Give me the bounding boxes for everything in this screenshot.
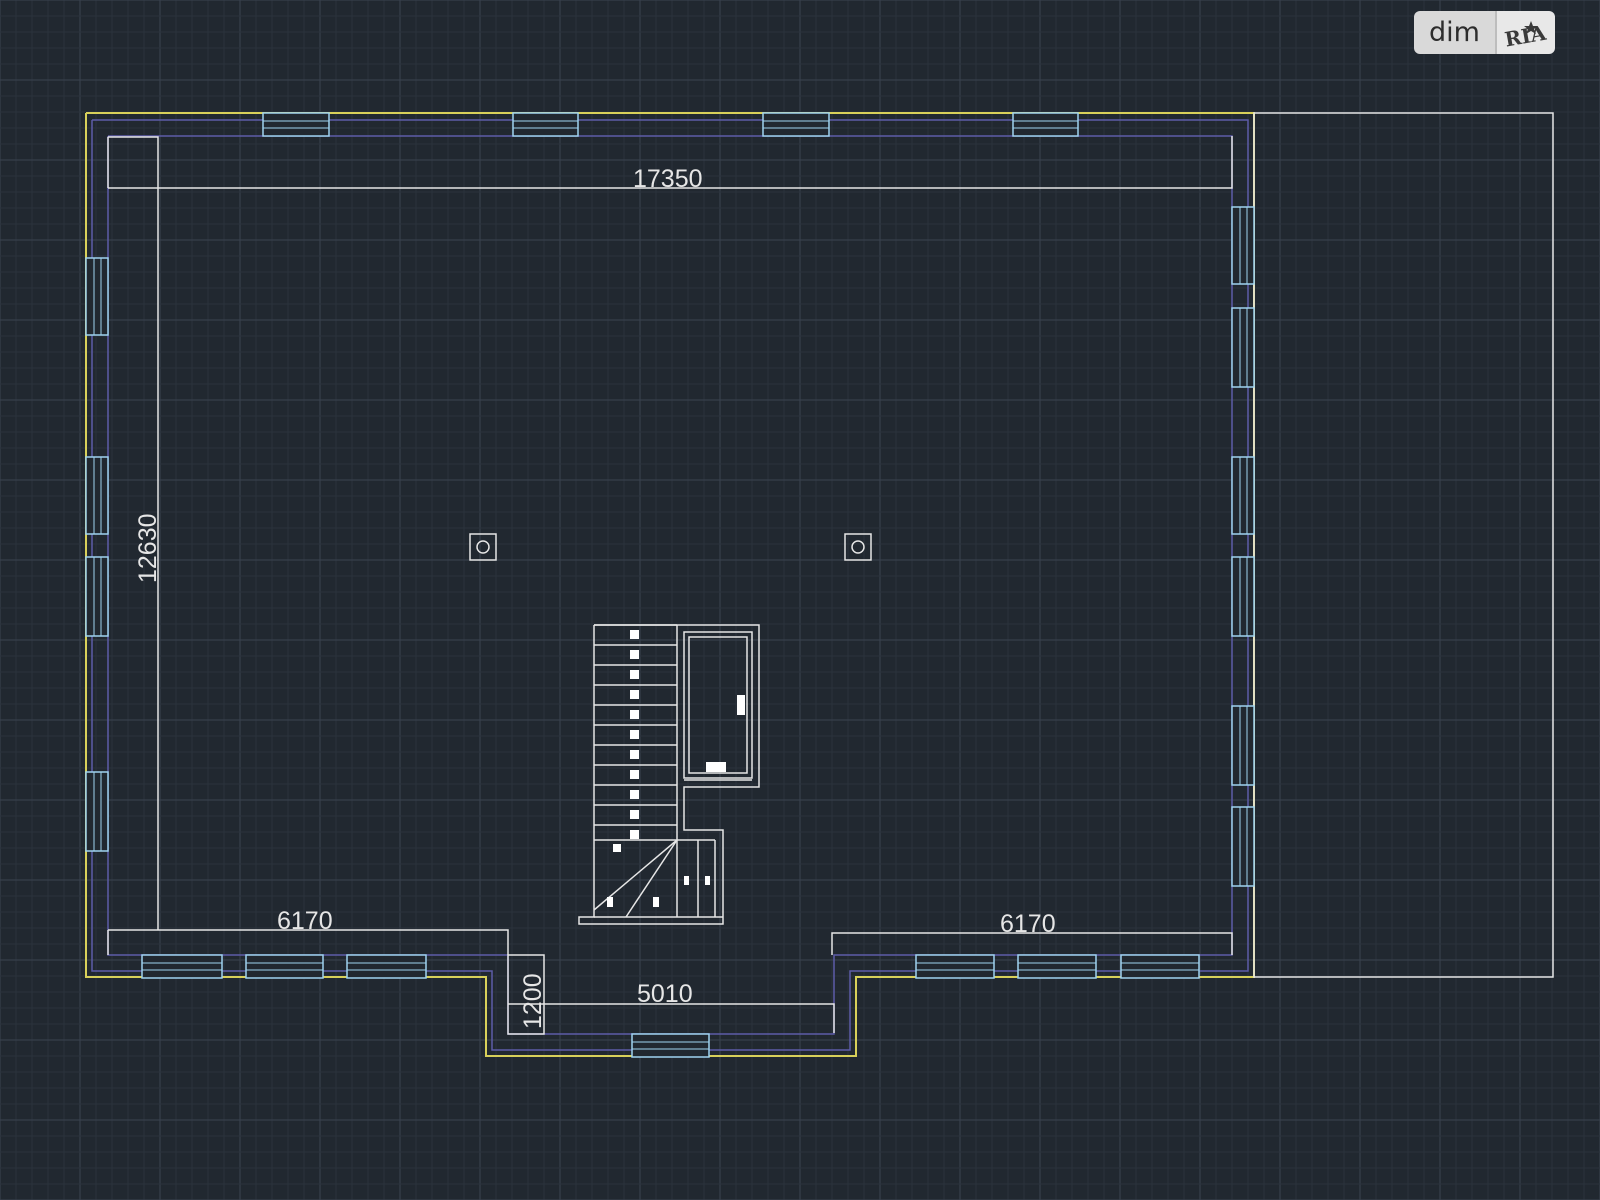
dimension-box-bay-depth	[507, 954, 545, 1035]
window	[85, 456, 109, 535]
star-icon	[1523, 20, 1538, 34]
staircase	[578, 624, 760, 925]
interior-wall-line	[91, 119, 1249, 1051]
stair-tread-marker	[630, 710, 639, 719]
stair-tread-marker	[630, 770, 639, 779]
logo-brand-text: dim	[1414, 11, 1495, 54]
window	[1012, 112, 1079, 137]
dimension-line-top	[108, 136, 1233, 189]
window	[85, 771, 109, 852]
dimension-label-bottom-left: 6170	[277, 907, 333, 935]
window	[346, 954, 427, 979]
dimension-lines	[107, 136, 1233, 1035]
window	[1231, 456, 1255, 535]
window	[1017, 954, 1097, 979]
window	[1231, 556, 1255, 637]
stair-tread-marker	[630, 670, 639, 679]
window	[1231, 705, 1255, 786]
stair-tread-marker	[630, 810, 639, 819]
dimension-line-bay	[508, 1003, 835, 1033]
stair-treads	[594, 624, 677, 839]
window	[1231, 206, 1255, 285]
window	[1120, 954, 1200, 979]
column-left	[469, 533, 497, 561]
window	[915, 954, 995, 979]
ria-logo-mark: RIA	[1494, 11, 1555, 54]
dimension-label-bottom-right: 6170	[1000, 910, 1056, 938]
ria-mark-graphic: RIA	[1503, 20, 1549, 47]
stair-tread-marker	[630, 790, 639, 799]
dimension-line-left	[108, 136, 159, 930]
stair-tread-marker	[630, 650, 639, 659]
window	[262, 112, 330, 137]
windows-layer	[85, 112, 1255, 1058]
stair-tread-marker	[630, 750, 639, 759]
window	[1231, 307, 1255, 388]
dimension-line-bottom-left	[108, 929, 509, 955]
window	[1231, 806, 1255, 887]
stair-tread-marker	[630, 830, 639, 839]
dimension-line-bottom-right	[831, 932, 1233, 955]
interior-wall-line-2	[107, 135, 1233, 1035]
window	[85, 556, 109, 637]
window	[631, 1033, 710, 1058]
annex-outline	[1253, 112, 1554, 978]
stair-tread-marker	[630, 630, 639, 639]
window	[245, 954, 324, 979]
column-right	[844, 533, 872, 561]
window	[85, 257, 109, 336]
stair-tread-marker	[630, 690, 639, 699]
ria-mark-text: RIA	[1503, 20, 1549, 47]
window	[512, 112, 579, 137]
stair-markers	[607, 695, 745, 907]
dimension-label-top-width: 17350	[633, 165, 703, 193]
dim-ria-logo[interactable]: dim RIA	[1414, 11, 1555, 54]
dimension-label-left-height: 12630	[134, 513, 162, 583]
dimension-label-bay-width: 5010	[637, 980, 693, 1008]
exterior-wall-outline	[85, 112, 1255, 1057]
dimension-label-bay-depth: 1200	[519, 973, 547, 1029]
stair-tread-marker	[630, 730, 639, 739]
window	[141, 954, 223, 979]
window	[762, 112, 830, 137]
